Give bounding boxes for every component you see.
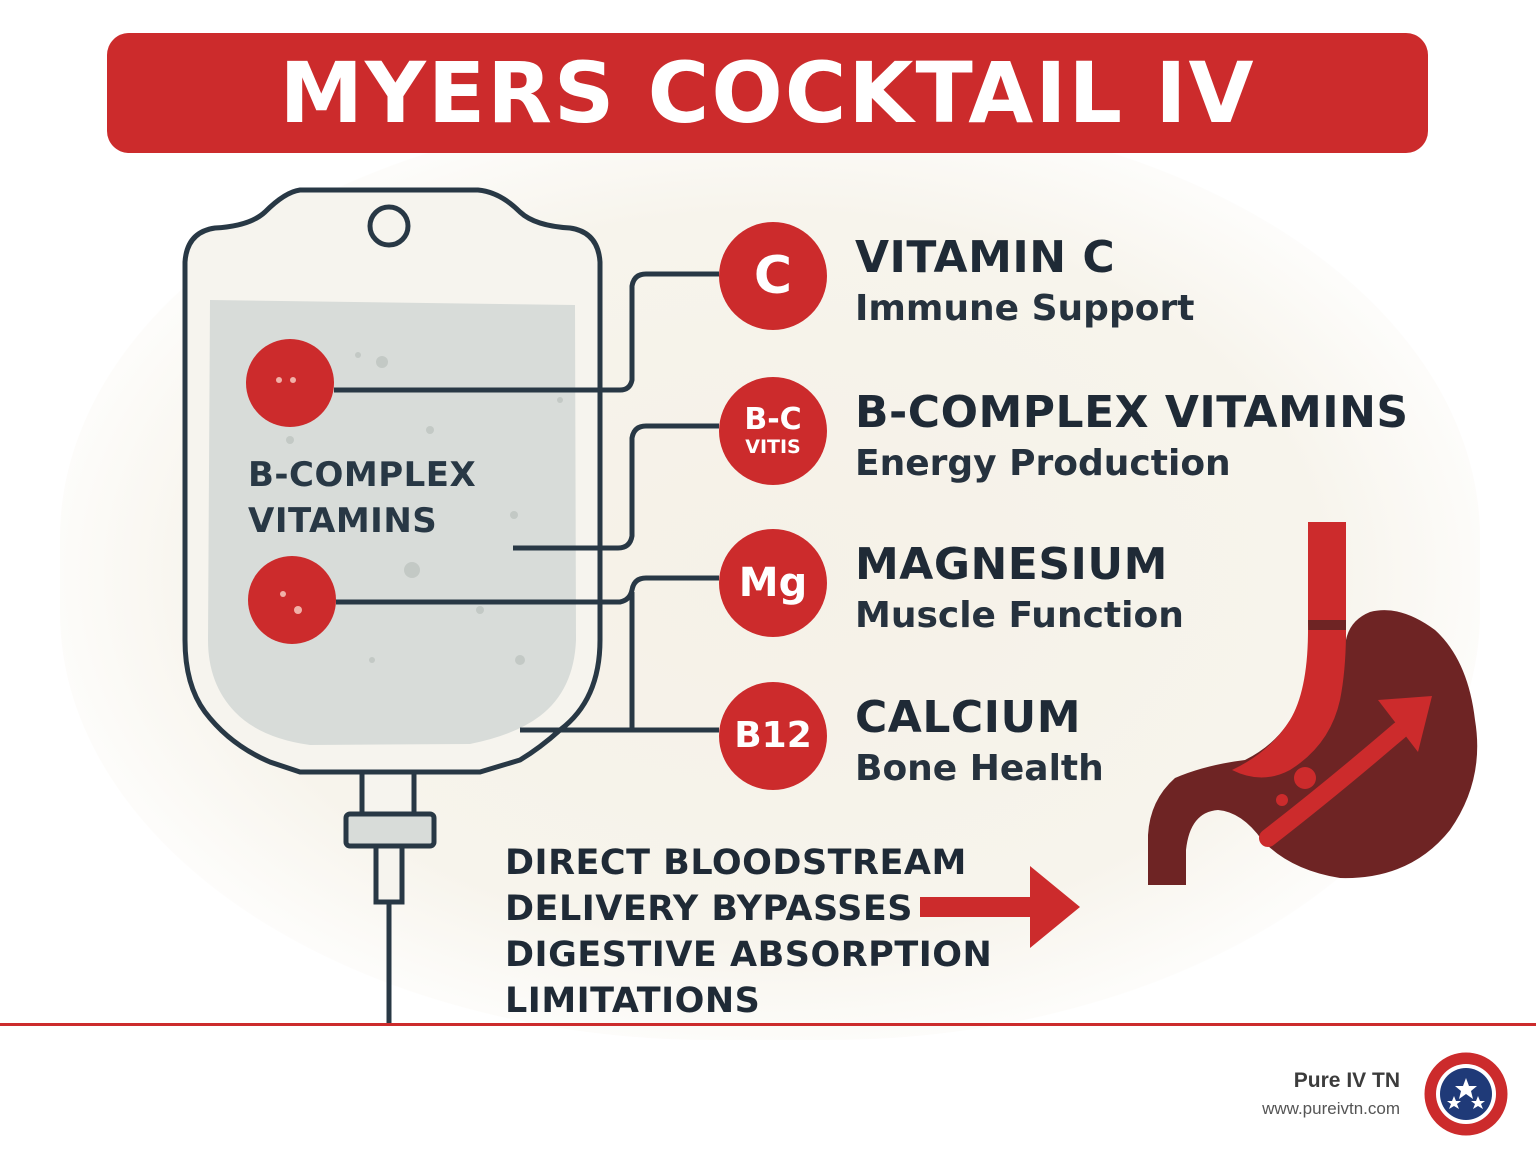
title-banner: MYERS COCKTAIL IV xyxy=(107,33,1428,153)
page-title: MYERS COCKTAIL IV xyxy=(279,44,1256,142)
symbol-text: B-C xyxy=(744,402,802,437)
delivery-line: DIRECT BLOODSTREAM xyxy=(505,843,967,883)
nutrient-benefit: Energy Production xyxy=(855,443,1231,484)
symbol-text: C xyxy=(753,246,793,306)
nutrient-benefit: Bone Health xyxy=(855,748,1104,789)
symbol-text: B12 xyxy=(734,715,812,756)
brand-name: Pure IV TN xyxy=(1293,1069,1400,1092)
nutrient-name: MAGNESIUM xyxy=(855,539,1168,590)
footer-divider xyxy=(0,1023,1536,1026)
delivery-text: DIRECT BLOODSTREAM DELIVERY BYPASSES DIG… xyxy=(505,840,992,1024)
arrow-right-icon xyxy=(920,866,1080,948)
stomach-icon xyxy=(1148,522,1478,885)
brand-url[interactable]: www.pureivtn.com xyxy=(1262,1099,1400,1118)
b-complex-symbol: B-C VITIS xyxy=(719,377,827,485)
tennessee-seal-icon xyxy=(1421,1049,1511,1139)
bag-label-line: B-COMPLEX xyxy=(248,455,477,495)
connector-lines xyxy=(334,271,719,733)
nutrient-name: B-COMPLEX VITAMINS xyxy=(855,387,1409,438)
calcium-symbol: B12 xyxy=(719,682,827,790)
symbol-text: Mg xyxy=(738,560,808,606)
nutrient-name: VITAMIN C xyxy=(855,232,1116,283)
bag-label: B-COMPLEX VITAMINS xyxy=(248,452,476,544)
nutrient-item: VITAMIN C Immune Support xyxy=(855,232,1194,334)
vitamin-c-symbol: C xyxy=(719,222,827,330)
nutrient-benefit: Muscle Function xyxy=(855,595,1184,636)
magnesium-symbol: Mg xyxy=(719,529,827,637)
iv-bag-icon xyxy=(182,187,603,1025)
delivery-line: DIGESTIVE ABSORPTION xyxy=(505,935,993,975)
delivery-line: LIMITATIONS xyxy=(505,981,761,1021)
nutrient-item: B-COMPLEX VITAMINS Energy Production xyxy=(855,387,1409,489)
nutrient-benefit: Immune Support xyxy=(855,288,1195,329)
footer-brand: Pure IV TN www.pureivtn.com xyxy=(1262,1068,1400,1124)
symbol-subtext: VITIS xyxy=(745,436,801,458)
nutrient-item: MAGNESIUM Muscle Function xyxy=(855,539,1184,641)
nutrient-name: CALCIUM xyxy=(855,692,1082,743)
bag-label-line: VITAMINS xyxy=(248,501,438,541)
nutrient-item: CALCIUM Bone Health xyxy=(855,692,1104,794)
delivery-line: DELIVERY BYPASSES xyxy=(505,889,913,929)
